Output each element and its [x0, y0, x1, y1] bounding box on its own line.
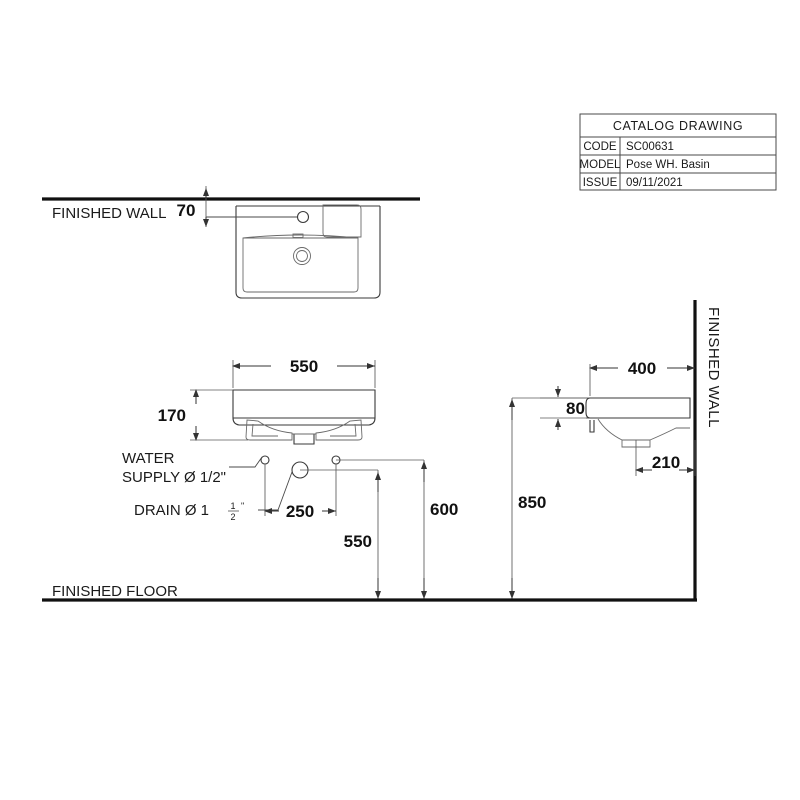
dim-250: 250 — [286, 502, 314, 521]
side-basin-body — [585, 397, 691, 419]
plan-tap-hole — [296, 210, 310, 224]
title-block-value-issue: 09/11/2021 — [626, 177, 683, 189]
height-dimensions-group: 550 600 850 — [300, 397, 590, 600]
front-underside-left — [245, 419, 293, 441]
side-underside-profile — [597, 418, 690, 441]
title-block-header: CATALOG DRAWING — [613, 119, 743, 133]
plan-view-group: FINISHED WALL 70 — [42, 186, 420, 299]
finished-floor-group: FINISHED FLOOR — [42, 583, 697, 602]
front-dim-170: 170 — [158, 406, 186, 425]
front-underside-left-inner — [251, 423, 278, 437]
drain-inch-mark: " — [241, 501, 244, 511]
front-basin-body — [232, 389, 376, 426]
dim-850-vertical: 850 — [518, 493, 546, 512]
dim-400: 400 — [628, 359, 656, 378]
drain-label-text: DRAIN Ø 1 — [134, 502, 209, 519]
plan-basin-outline — [235, 206, 381, 299]
title-block-key-code: CODE — [583, 141, 617, 153]
title-block-group: CATALOG DRAWING CODE SC00631 MODEL Pose … — [579, 113, 777, 191]
dim-80: 80 — [566, 399, 585, 418]
plan-bowl-outline — [242, 234, 359, 293]
side-supply-stub — [589, 420, 595, 433]
front-underside-right-inner — [330, 423, 357, 437]
drain-fraction-denominator: 2 — [230, 512, 235, 522]
front-drain-stub — [293, 434, 315, 445]
water-supply-label-line2: SUPPLY Ø 1/2" — [122, 469, 226, 486]
front-elevation-group: 550 170 — [158, 357, 376, 445]
front-underside-right — [315, 419, 363, 441]
plan-corner-recess — [322, 204, 362, 238]
dim-210: 210 — [652, 453, 680, 472]
front-dim-550: 550 — [290, 357, 318, 376]
dim-550-vertical: 550 — [344, 532, 372, 551]
plan-finished-wall-label: FINISHED WALL — [52, 205, 166, 222]
finished-floor-label: FINISHED FLOOR — [52, 583, 178, 600]
water-supply-leader — [229, 456, 263, 468]
dim-600-vertical: 600 — [430, 500, 458, 519]
plan-overflow-slot — [292, 233, 304, 238]
plan-dim-70: 70 — [177, 201, 196, 220]
side-finished-wall-label: FINISHED WALL — [705, 307, 722, 428]
drain-label-group: DRAIN Ø 1 1 2 " — [134, 501, 244, 522]
drain-fraction-numerator: 1 — [230, 501, 235, 511]
title-block-value-code: SC00631 — [626, 141, 674, 153]
plan-drain-outer-ring — [293, 247, 311, 265]
rough-in-group: 250 WATER SUPPLY Ø 1/2" DRAIN Ø 1 1 2 " — [122, 450, 341, 522]
title-block-key-issue: ISSUE — [583, 177, 618, 189]
title-block-border — [579, 113, 777, 191]
plan-drain-inner-ring — [296, 250, 308, 262]
title-block-key-model: MODEL — [580, 159, 622, 171]
title-block-value-model: Pose WH. Basin — [626, 159, 710, 171]
water-supply-label-line1: WATER — [122, 450, 175, 467]
side-view-group: 400 80 210 FINISHED WALL — [540, 300, 722, 600]
